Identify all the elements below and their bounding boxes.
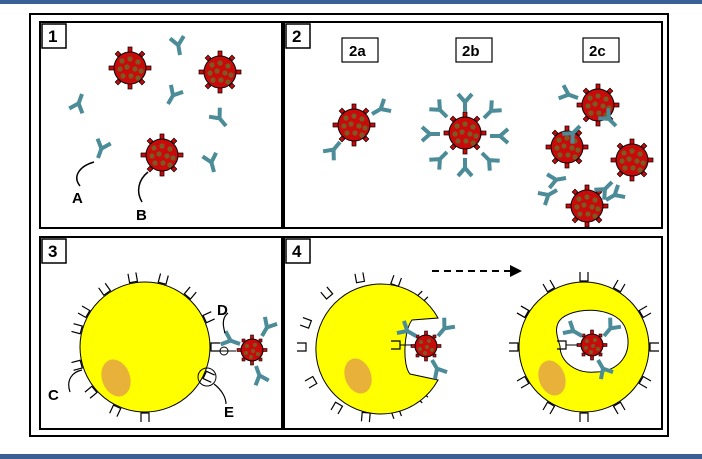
callout-line-d (222, 312, 229, 334)
svg-text:3: 3 (48, 242, 57, 261)
svg-text:2: 2 (292, 27, 301, 46)
panel-3-content: D E C (48, 271, 280, 423)
bottom-border-bar (0, 454, 702, 459)
svg-text:4: 4 (292, 242, 302, 261)
callout-d-label: D (217, 302, 228, 319)
panel-4-content (296, 265, 660, 423)
panel-2-frame (283, 21, 663, 229)
callout-b-label: B (136, 207, 147, 224)
callout-c-label: C (48, 387, 59, 404)
panel-4-frame (283, 236, 663, 430)
callout-line-b (137, 171, 149, 203)
panel-1-content: A B (67, 34, 242, 224)
callout-e-label: E (224, 404, 234, 421)
sublabel-2a: 2a (349, 43, 366, 60)
callout-line-c (68, 369, 83, 393)
panel-4-number: 4 (285, 238, 311, 264)
panel-1-frame (39, 21, 283, 229)
phagocyte-cell (79, 281, 211, 413)
sublabel-2b: 2b (462, 43, 480, 60)
nucleus (538, 360, 566, 396)
panel-2-sublabels: 2a 2b 2c (341, 37, 620, 63)
sublabel-2c: 2c (589, 43, 606, 60)
top-border-bar (0, 0, 702, 4)
callout-line-e (213, 383, 227, 405)
panel-3-frame (39, 236, 283, 430)
panel-2-number: 2 (285, 23, 311, 49)
receptor-highlight-circle (197, 367, 217, 387)
arrow-head (510, 265, 522, 277)
callout-line-a (76, 161, 95, 187)
nucleus (101, 359, 131, 397)
callout-a-label: A (72, 190, 83, 207)
svg-text:1: 1 (48, 27, 57, 46)
panel-3-number: 3 (41, 238, 67, 264)
panel-1-number: 1 (41, 23, 67, 49)
nucleus (344, 358, 372, 394)
